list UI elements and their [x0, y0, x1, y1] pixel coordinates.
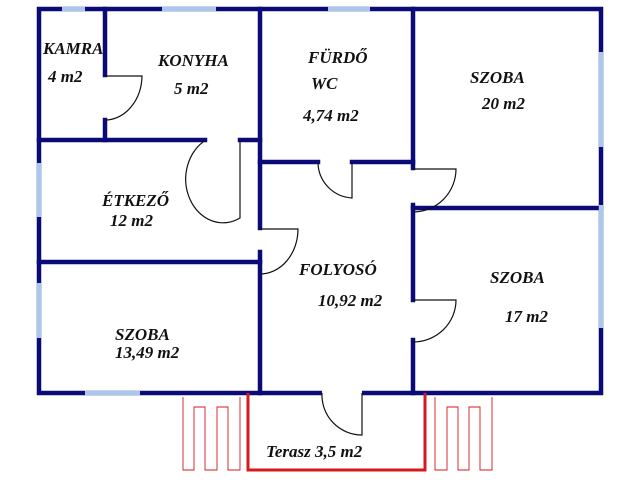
walls [36, 6, 604, 396]
konyha-area: 5 m2 [174, 79, 209, 98]
furdo-area: 4,74 m2 [302, 106, 359, 125]
folyoso-name: FOLYOSÓ [298, 260, 377, 279]
szoba-se-name: SZOBA [490, 268, 545, 287]
etkezo-area: 12 m2 [110, 211, 153, 230]
furdo-name: FÜRDŐ [307, 48, 368, 67]
wc-name: WC [311, 74, 338, 93]
szoba-se-area: 17 m2 [505, 307, 548, 326]
etkezo-name: ÉTKEZŐ [101, 191, 169, 210]
szoba-sw-name: SZOBA [115, 325, 170, 344]
room-labels: KAMRA 4 m2 KONYHA 5 m2 FÜRDŐ WC 4,74 m2 … [42, 39, 548, 461]
szoba-sw-area: 13,49 m2 [115, 343, 180, 362]
terasz-label: Terasz 3,5 m2 [266, 442, 363, 461]
szoba-ne-name: SZOBA [470, 68, 525, 87]
konyha-name: KONYHA [157, 51, 229, 70]
doors [104, 75, 457, 436]
steps-right [434, 397, 493, 471]
kamra-area: 4 m2 [47, 67, 83, 86]
szoba-ne-area: 20 m2 [481, 94, 525, 113]
kamra-name: KAMRA [42, 39, 103, 58]
steps-left [182, 397, 241, 471]
terrace [182, 393, 493, 472]
folyoso-area: 10,92 m2 [318, 291, 383, 310]
windows [36, 6, 604, 396]
